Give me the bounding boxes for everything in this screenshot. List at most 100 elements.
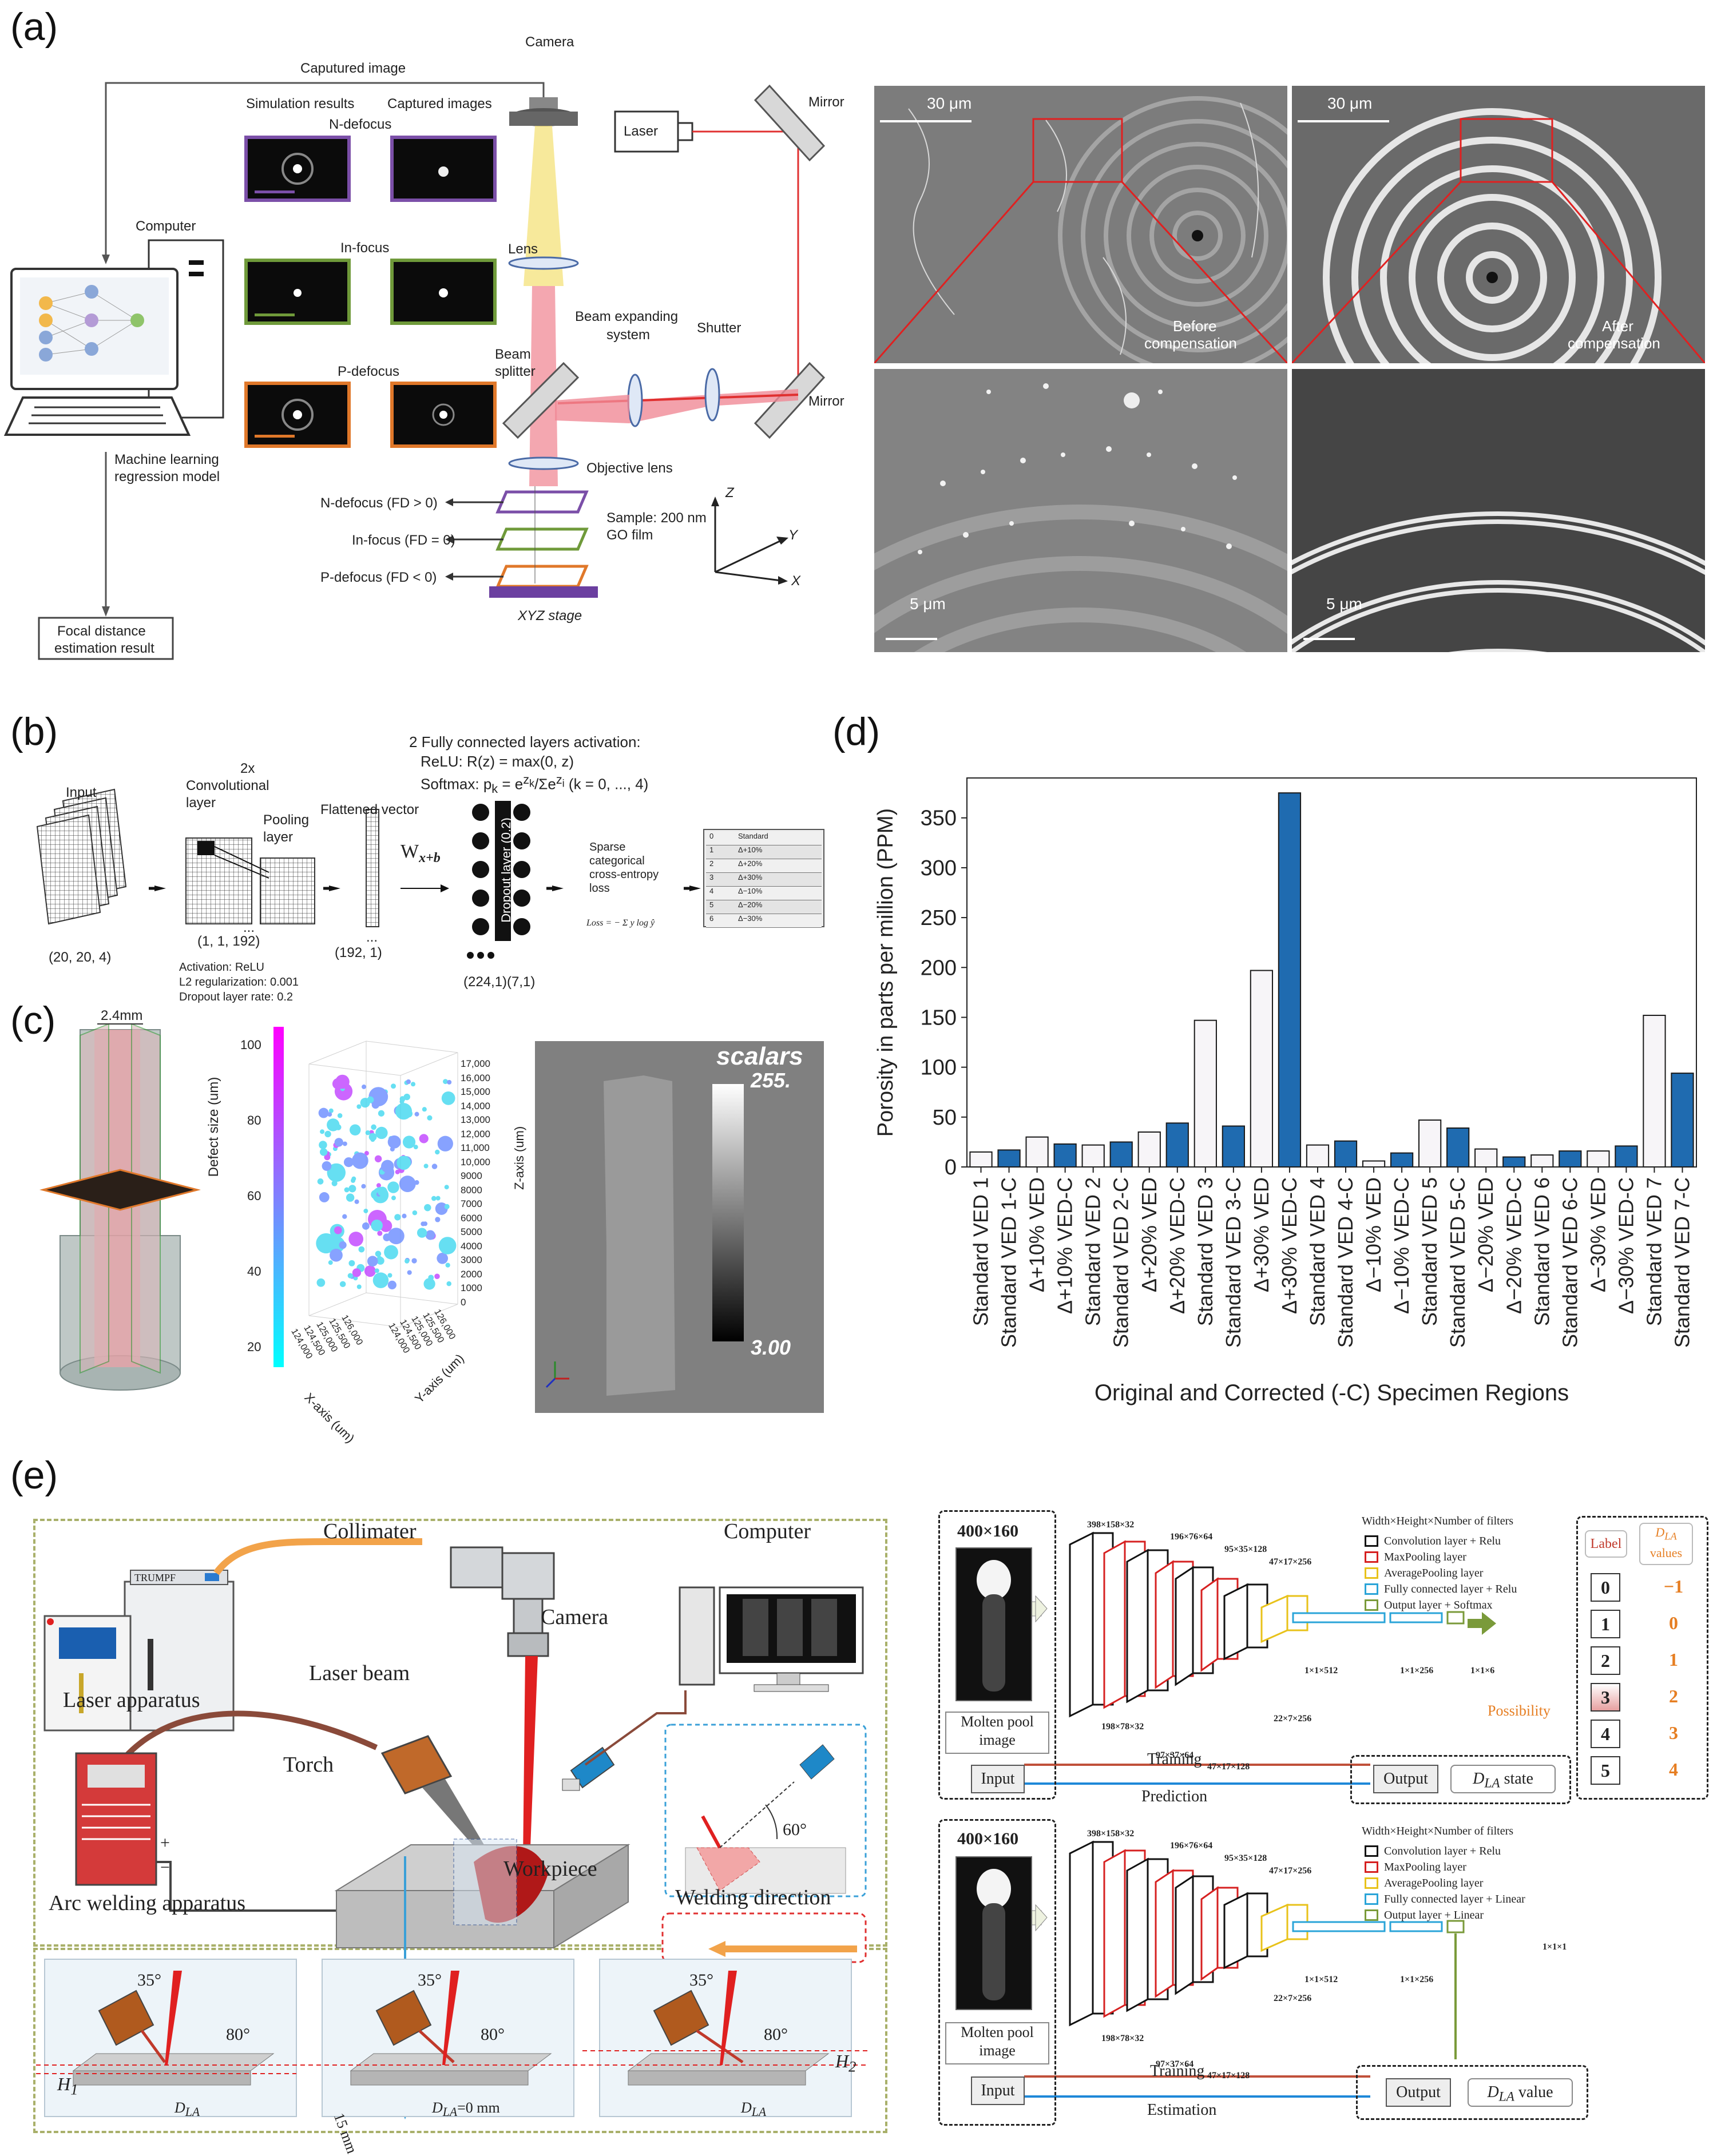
- loss-label-2: categorical: [589, 855, 645, 867]
- bottom-molten-pool-image: [955, 1856, 1032, 2010]
- bar: [1390, 1152, 1414, 1168]
- dimension-label: 97×37×64: [1156, 1750, 1194, 1760]
- z-tick: 10,000: [461, 1156, 490, 1168]
- defect-point: [371, 1124, 376, 1130]
- z-tick: 11,000: [461, 1142, 490, 1153]
- legend-text: Convolution layer + Relu: [1384, 1844, 1501, 1857]
- z-tick: 2000: [461, 1268, 482, 1280]
- plus-label: +: [160, 1833, 170, 1852]
- defect-point: [387, 1228, 405, 1245]
- defect-point: [419, 1134, 429, 1143]
- defect-point: [387, 1135, 401, 1149]
- detail-shape: [628, 2070, 806, 2086]
- fc-title-label: 2 Fully connected layers activation:: [409, 733, 641, 751]
- defect-point: [424, 1204, 431, 1212]
- loss-label-1: Sparse: [589, 841, 626, 853]
- prediction-label: Prediction: [1141, 1788, 1208, 1805]
- defect-point: [376, 1256, 383, 1262]
- legend-swatch: [1365, 1551, 1378, 1563]
- workpiece-label: Workpiece: [503, 1857, 597, 1881]
- after-label-2: compensation: [1568, 335, 1660, 352]
- dropout-label: Dropout layer (0.2): [499, 817, 513, 923]
- cnn-layer: [1175, 1566, 1194, 1686]
- defect-point: [319, 1148, 328, 1156]
- defect-point: [364, 1265, 376, 1277]
- fc-dims-label: (224,1)(7,1): [463, 974, 536, 990]
- before-label-2: compensation: [1144, 335, 1237, 352]
- detail-shape: [653, 1990, 709, 2046]
- dimension-label: 198×78×32: [1101, 2034, 1144, 2043]
- dimension-label: 398×158×32: [1087, 1520, 1135, 1530]
- defect-point: [337, 1113, 343, 1118]
- x-tick-label: Standard VED 1-C: [997, 1177, 1021, 1348]
- legend-item: AveragePooling layer: [1365, 1875, 1525, 1891]
- value-cell: 3: [1669, 1722, 1678, 1743]
- dimension-label: 47×17×256: [1269, 1866, 1312, 1876]
- defect-point: [319, 1141, 327, 1149]
- detail-shape: [165, 1971, 182, 2065]
- legend-text: MaxPooling layer: [1384, 1550, 1466, 1563]
- x-tick-label: Δ−20% VED-C: [1502, 1177, 1525, 1314]
- x-tick-label: Δ+30% VED-C: [1278, 1177, 1301, 1314]
- dimension-label: 97×37×64: [1156, 2059, 1194, 2069]
- legend-text: AveragePooling layer: [1384, 1876, 1484, 1889]
- defect-point: [317, 1178, 324, 1185]
- defect-point: [435, 1196, 441, 1201]
- relu-formula: ReLU: R(z) = max(0, z): [421, 753, 574, 770]
- legend-swatch: [1365, 1861, 1378, 1873]
- input-label-b: Input: [66, 785, 97, 800]
- top-output-box: Output: [1373, 1765, 1438, 1793]
- defect-point: [438, 1237, 457, 1254]
- z-tick: 0: [461, 1296, 466, 1308]
- in-focus-label: In-focus: [340, 240, 390, 256]
- bar: [1530, 1154, 1554, 1168]
- dimension-label: 1×1×512: [1304, 1975, 1338, 1984]
- class-id: 2: [709, 859, 714, 868]
- n-defocus-label: N-defocus: [329, 117, 392, 132]
- detail2-dla-label: DLA=0 mm: [432, 2099, 500, 2119]
- arc-welding-label: Arc welding apparatus: [49, 1891, 245, 1915]
- label-values-frame: [1576, 1516, 1708, 1800]
- bar: [1193, 1019, 1217, 1168]
- panel-label-d: (d): [832, 710, 881, 753]
- class-id: 0: [709, 832, 714, 840]
- defect-point: [334, 1226, 342, 1234]
- detail-shape: [442, 1971, 459, 2065]
- defect-point: [344, 1187, 350, 1193]
- colorbar-label: Defect size (um): [206, 1077, 221, 1177]
- y-tick-label: 250: [921, 906, 957, 930]
- defect-point: [342, 1141, 347, 1146]
- defect-point: [394, 1214, 401, 1221]
- loss-label-3: cross-entropy: [589, 868, 659, 881]
- defect-point: [339, 1281, 346, 1288]
- legend-text: Fully connected layer + Relu: [1384, 1582, 1517, 1595]
- class-name: Δ−20%: [738, 900, 763, 909]
- panel-c-specimen: [39, 1023, 824, 1413]
- label-cell: 5: [1591, 1756, 1620, 1785]
- detail3-angle-35: 35°: [689, 1971, 713, 1990]
- defect-point: [413, 1145, 418, 1150]
- detail-shape: [350, 2070, 529, 2086]
- bar: [997, 1149, 1021, 1168]
- bar: [1446, 1127, 1470, 1168]
- x-tick-label: Standard VED 1: [969, 1177, 993, 1326]
- bottom-image-dims: 400×160: [957, 1829, 1019, 1848]
- defect-point: [407, 1270, 412, 1275]
- label-value-row: 0−1: [1591, 1573, 1705, 1602]
- defect-point: [387, 1181, 399, 1193]
- z-tick: 13,000: [461, 1114, 490, 1125]
- bar: [1306, 1144, 1330, 1168]
- x-tick-label: Δ+10% VED: [1025, 1177, 1049, 1292]
- defect-point: [387, 1280, 396, 1289]
- mirror-bottom-label: Mirror: [808, 394, 844, 409]
- defect-point: [358, 1246, 365, 1253]
- before-label-1: Before: [1173, 317, 1217, 335]
- plot-frame: [966, 777, 1697, 1168]
- defect-point: [405, 1258, 410, 1264]
- bar: [1643, 1014, 1666, 1168]
- defect-point: [364, 1151, 369, 1156]
- beam-label: Beam: [495, 347, 531, 362]
